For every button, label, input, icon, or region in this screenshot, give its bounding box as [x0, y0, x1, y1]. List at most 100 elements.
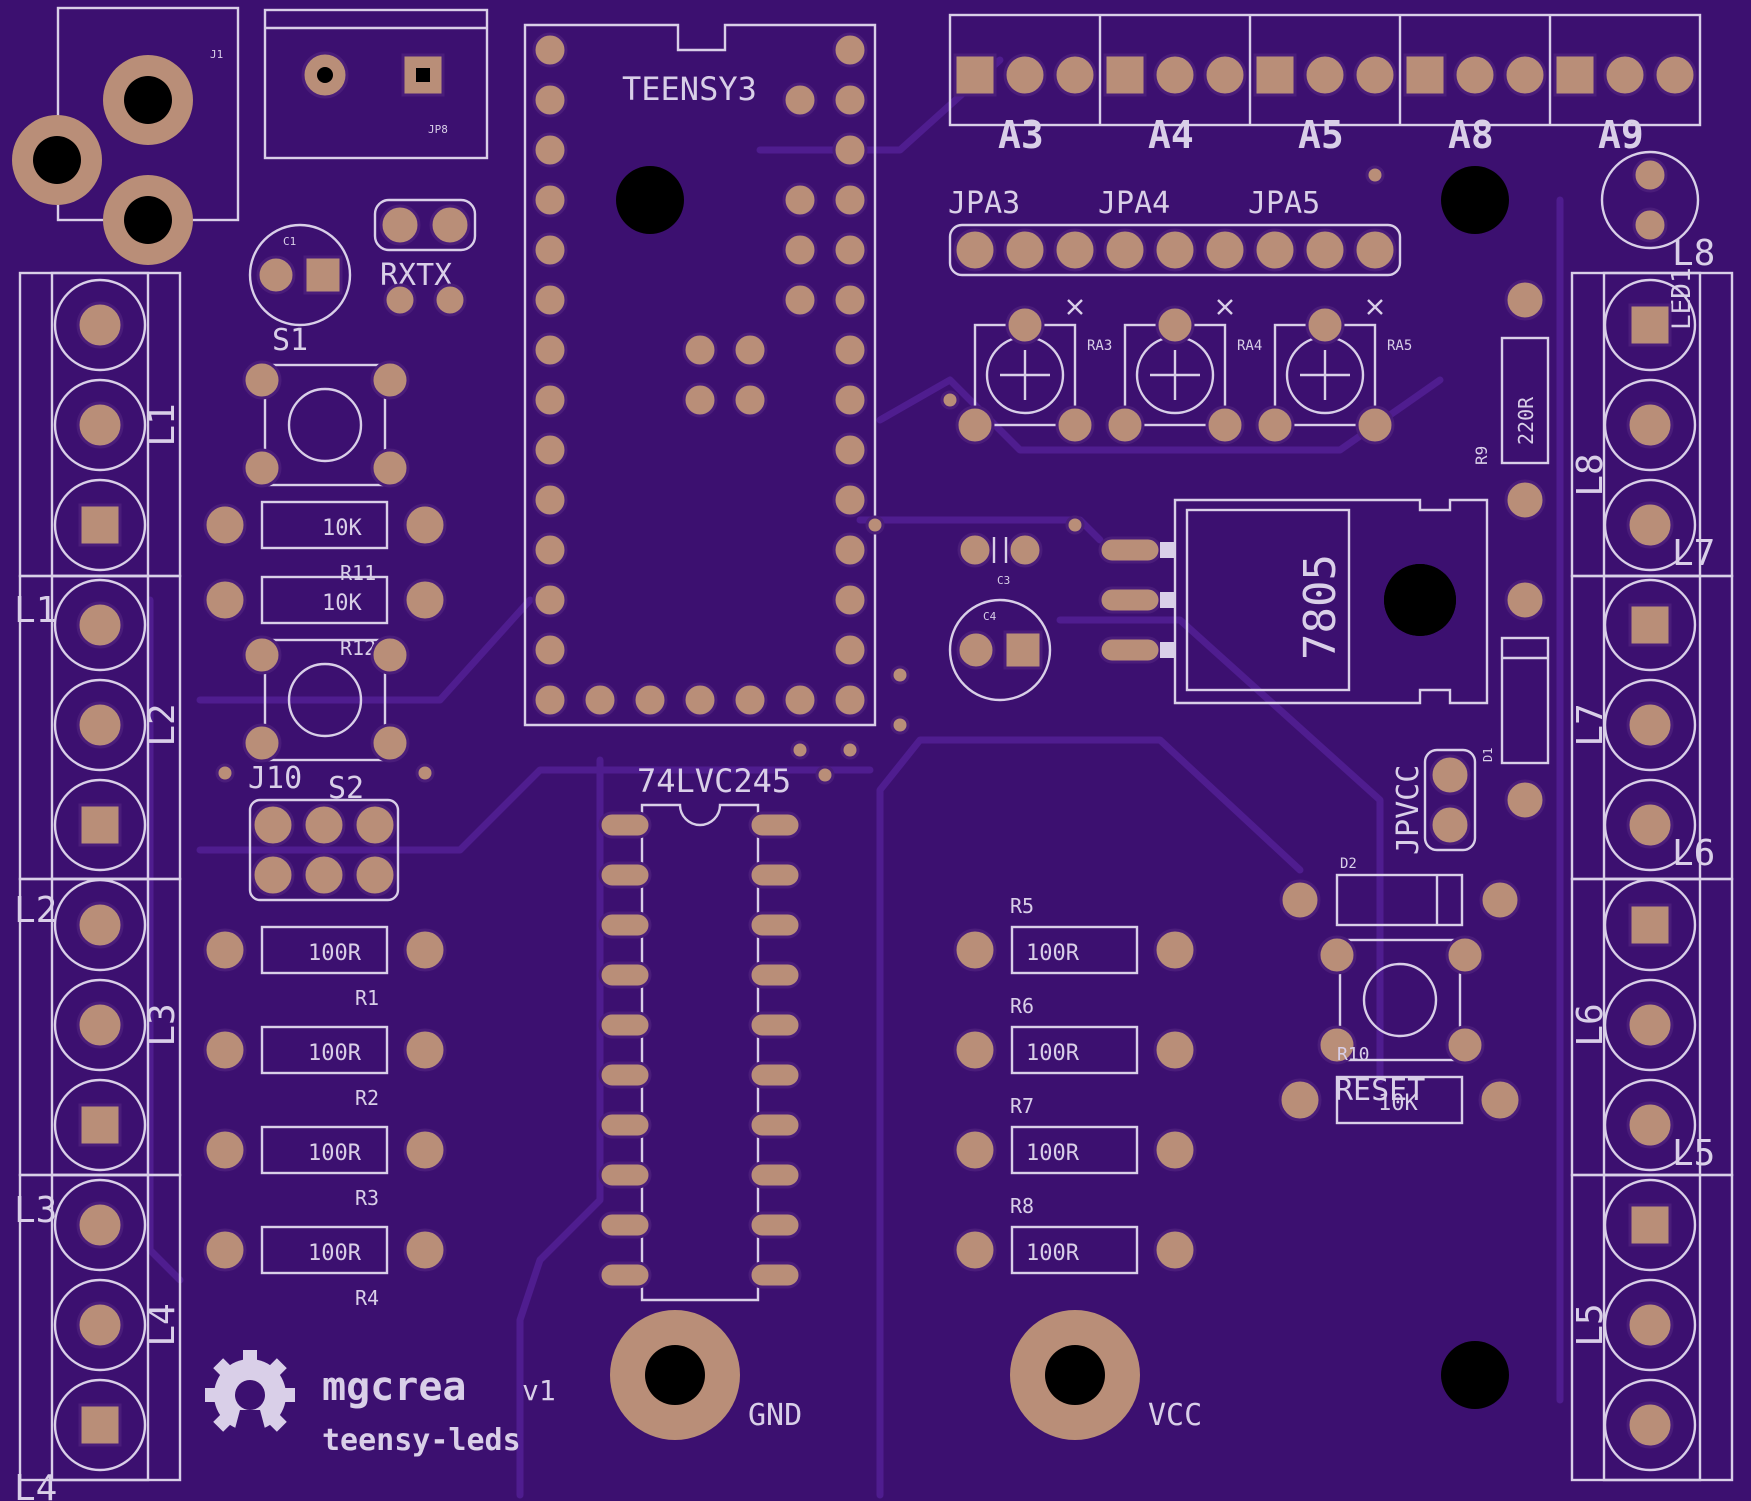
r2-value: 100R	[308, 1041, 362, 1066]
r7-body	[1010, 1125, 1139, 1175]
pad	[1303, 53, 1347, 97]
pad	[1003, 53, 1047, 97]
pad	[1203, 228, 1247, 272]
c4-label: C4	[983, 610, 997, 623]
pad	[1445, 935, 1485, 975]
terminal-screw	[1603, 1178, 1697, 1272]
r12-body	[260, 575, 389, 625]
led1: LED1	[1600, 150, 1700, 330]
r11-value: 10K	[322, 516, 362, 541]
ic-pin	[598, 1161, 652, 1189]
ic-74lvc245: 74LVC245	[598, 762, 802, 1302]
l1-side-label: L1	[142, 403, 183, 446]
terminal-screw	[53, 978, 147, 1072]
ic-pin	[748, 911, 802, 939]
project-name: teensy-leds	[322, 1423, 521, 1458]
resistor-r9: 220R R9	[1472, 279, 1550, 521]
teensy-pin	[532, 282, 568, 318]
r5-value: 100R	[1026, 941, 1080, 966]
r1-body	[260, 925, 389, 975]
ra5-label: RA5	[1387, 338, 1412, 354]
pad	[1305, 305, 1345, 345]
pad	[953, 1128, 997, 1172]
ic-pin	[748, 1211, 802, 1239]
resistor-r10: 10K	[1278, 1075, 1522, 1125]
regulator-hole	[1384, 564, 1456, 636]
teensy-outline	[523, 23, 877, 727]
pad	[1353, 53, 1397, 97]
r6-value: 100R	[1026, 1041, 1080, 1066]
terminal-screw	[1603, 1378, 1697, 1472]
pad	[242, 360, 282, 400]
lead	[1160, 542, 1174, 558]
header-rxtx: RXTX	[373, 198, 477, 317]
r7-label: R7	[1010, 1094, 1034, 1118]
teensy-pin	[532, 32, 568, 68]
analog-connectors: A3 A4 A5 A8 A9	[948, 13, 1702, 157]
pad-oval	[1098, 536, 1162, 564]
pad	[1478, 1078, 1522, 1122]
pad	[203, 928, 247, 972]
terminal-screw	[1603, 478, 1697, 572]
pad	[1103, 228, 1147, 272]
pad	[1453, 53, 1497, 97]
pad	[1255, 405, 1295, 445]
ic-pin	[598, 1211, 652, 1239]
pad	[1303, 228, 1347, 272]
teensy-pin	[782, 82, 818, 118]
teensy-pin	[782, 282, 818, 318]
pad	[1155, 305, 1195, 345]
header-j10	[248, 798, 400, 902]
pad-square	[1628, 603, 1672, 647]
r9-body	[1500, 336, 1550, 465]
regulator-7805: 7805	[1098, 498, 1489, 705]
pad	[1153, 228, 1197, 272]
d1-body	[1500, 636, 1550, 765]
teensy-pin	[632, 682, 668, 718]
l5-label: L5	[1672, 1133, 1715, 1174]
teensy-pin	[832, 332, 868, 368]
teensy-pin	[532, 332, 568, 368]
l4-label: L4	[14, 1468, 57, 1501]
l5-side-label: L5	[1570, 1303, 1611, 1346]
ic-pin	[598, 1111, 652, 1139]
resistor-r4: 100R R4	[203, 1225, 447, 1310]
capacitor-c1: C1	[248, 223, 352, 327]
ic-pin	[748, 961, 802, 989]
teensy-pin	[732, 382, 768, 418]
pad	[302, 853, 346, 897]
r4-body	[260, 1225, 389, 1275]
via	[890, 665, 910, 685]
l7-side-label: L7	[1570, 703, 1611, 746]
via	[790, 740, 810, 760]
r9-label: R9	[1472, 446, 1491, 465]
via	[940, 390, 960, 410]
gnd-label: GND	[748, 1398, 802, 1433]
l2-label: L2	[14, 890, 57, 931]
pad	[1007, 532, 1043, 568]
ic-pin	[598, 1261, 652, 1289]
pad	[1504, 579, 1546, 621]
r5-body	[1010, 925, 1139, 975]
pad	[1279, 879, 1321, 921]
pad	[1153, 1228, 1197, 1272]
via	[840, 740, 860, 760]
rxtx-outline	[373, 198, 477, 252]
j10-label: J10	[248, 761, 302, 796]
r3-label: R3	[355, 1186, 379, 1210]
pad	[370, 635, 410, 675]
analog-connector-frame	[948, 13, 1702, 127]
jpa3-label: JPA3	[948, 186, 1020, 221]
gear-icon	[205, 1350, 295, 1440]
vcc-post: VCC	[1010, 1310, 1202, 1440]
switch-s1: S1	[242, 323, 410, 488]
terminal-screw	[53, 678, 147, 772]
teensy-pin	[832, 682, 868, 718]
pad-square	[1403, 53, 1447, 97]
pad-square	[1253, 53, 1297, 97]
pad	[302, 803, 346, 847]
teensy-pin	[732, 682, 768, 718]
pad	[1626, 501, 1674, 549]
r1-label: R1	[355, 986, 379, 1010]
resistor-r3: 100R R3	[203, 1125, 447, 1210]
